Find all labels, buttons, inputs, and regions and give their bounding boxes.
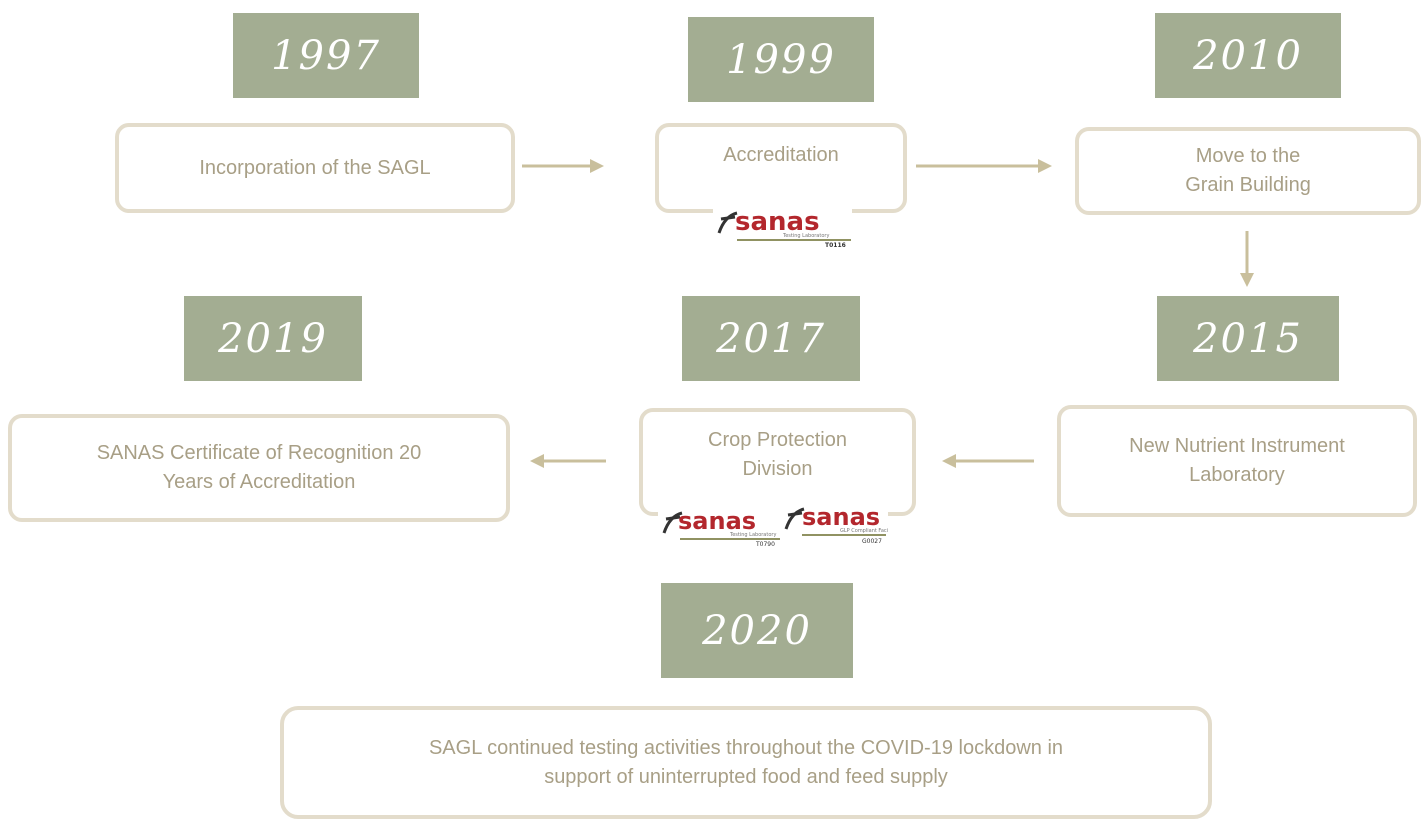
sanas-logo-g0027: sanas GLP Compliant Facility G0027 [782,499,888,545]
svg-text:sanas: sanas [802,503,880,531]
milestone-box-1999: Accreditation [655,123,907,213]
year-label: 2015 [1193,315,1303,362]
milestone-label: SAGL continued testing activities throug… [428,736,1064,788]
svg-text:GLP Compliant Facility: GLP Compliant Facility [840,528,888,534]
arrow-left-icon [942,454,1034,468]
year-label: 1997 [271,32,381,79]
milestone-label: Incorporation of the SAGL [199,156,431,179]
milestone-label: Crop Protection Division [708,429,847,480]
year-2017: 2017 [682,296,860,381]
svg-text:T0116: T0116 [825,242,846,248]
year-label: 2017 [716,315,826,362]
year-label: 1999 [726,36,836,83]
year-2010: 2010 [1155,13,1341,98]
svg-text:sanas: sanas [735,207,820,237]
arrow-down-icon [1240,231,1254,287]
year-1997: 1997 [233,13,419,98]
arrow-right-icon [522,159,604,173]
year-label: 2010 [1193,32,1303,79]
arrow-left-icon [530,454,606,468]
milestone-box-2015: New Nutrient Instrument Laboratory [1057,405,1417,517]
year-2019: 2019 [184,296,362,381]
year-2015: 2015 [1157,296,1339,381]
svg-text:T0790: T0790 [755,541,775,547]
svg-text:sanas: sanas [678,507,756,535]
svg-text:Testing Laboratory: Testing Laboratory [729,532,776,538]
milestone-box-1997: Incorporation of the SAGL [115,123,515,213]
arrow-right-icon [916,159,1052,173]
svg-text:G0027: G0027 [862,538,882,545]
milestone-label: SANAS Certificate of Recognition 20 Year… [96,442,422,493]
year-label: 2019 [218,315,328,362]
year-1999: 1999 [688,17,874,102]
milestone-box-2010: Move to the Grain Building [1075,127,1421,215]
milestone-label: New Nutrient Instrument Laboratory [1129,435,1345,486]
sanas-logo-t0790: sanas Testing Laboratory T0790 [658,503,782,547]
milestone-box-2019: SANAS Certificate of Recognition 20 Year… [8,414,510,522]
milestone-box-2020: SAGL continued testing activities throug… [280,706,1212,819]
year-label: 2020 [702,607,812,654]
milestone-label: Move to the Grain Building [1185,145,1311,196]
year-2020: 2020 [661,583,853,678]
sanas-logo-t0116: sanas Testing Laboratory T0116 [713,203,852,248]
milestone-label: Accreditation [723,144,839,166]
svg-text:Testing Laboratory: Testing Laboratory [782,233,829,239]
milestone-box-2017: Crop Protection Division [639,408,916,516]
